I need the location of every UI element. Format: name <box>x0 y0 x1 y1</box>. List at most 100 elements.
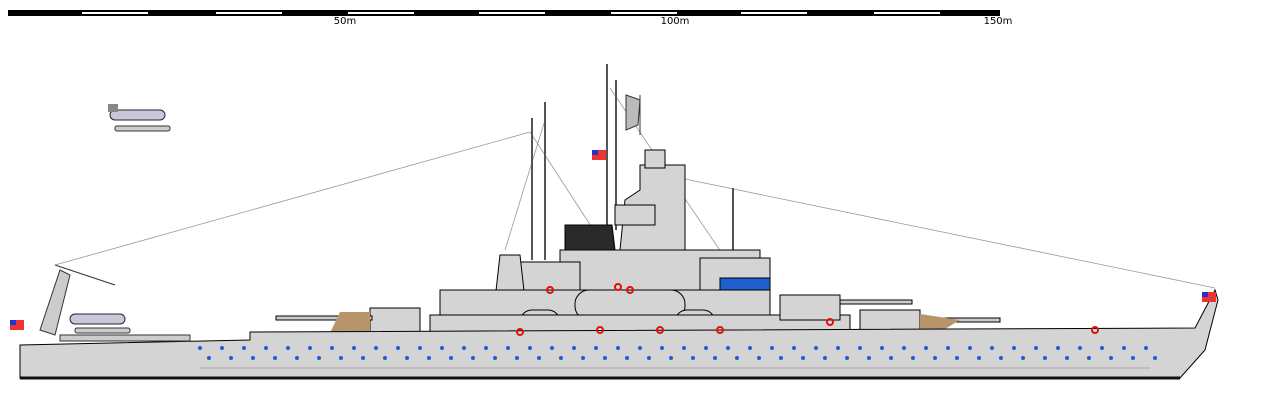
porthole <box>603 356 607 360</box>
porthole <box>220 346 224 350</box>
porthole <box>515 356 519 360</box>
lifebuoy-icon <box>656 326 664 334</box>
porthole <box>207 356 211 360</box>
catapult-icon <box>39 264 191 342</box>
funnel-cap <box>564 224 616 251</box>
porthole <box>946 346 950 350</box>
porthole <box>427 356 431 360</box>
porthole <box>550 346 554 350</box>
porthole <box>858 346 862 350</box>
porthole <box>691 356 695 360</box>
porthole <box>1056 346 1060 350</box>
porthole <box>229 356 233 360</box>
porthole <box>396 346 400 350</box>
porthole <box>823 356 827 360</box>
portholes <box>198 346 1157 360</box>
porthole <box>405 356 409 360</box>
porthole <box>1109 356 1113 360</box>
scale-label-50m: 50m <box>333 16 357 27</box>
porthole <box>911 356 915 360</box>
porthole <box>295 356 299 360</box>
lifebuoys <box>516 283 1099 336</box>
porthole <box>748 346 752 350</box>
scale-bar <box>8 10 1000 16</box>
porthole <box>330 346 334 350</box>
porthole <box>418 346 422 350</box>
porthole <box>1012 346 1016 350</box>
us-flag-icon <box>1202 292 1216 302</box>
porthole <box>198 346 202 350</box>
floatplane-icon <box>69 313 131 334</box>
porthole <box>933 356 937 360</box>
porthole <box>1153 356 1157 360</box>
porthole <box>625 356 629 360</box>
porthole <box>990 346 994 350</box>
porthole <box>682 346 686 350</box>
porthole <box>638 346 642 350</box>
scale-label-100m: 100m <box>660 16 690 27</box>
porthole <box>902 346 906 350</box>
porthole <box>581 356 585 360</box>
porthole <box>242 346 246 350</box>
porthole <box>779 356 783 360</box>
porthole <box>845 356 849 360</box>
floatplane-icon <box>108 104 171 132</box>
porthole <box>251 356 255 360</box>
porthole <box>286 346 290 350</box>
porthole <box>572 346 576 350</box>
porthole <box>968 346 972 350</box>
us-flag-icon <box>10 320 24 330</box>
porthole <box>880 346 884 350</box>
porthole <box>726 346 730 350</box>
porthole <box>1100 346 1104 350</box>
porthole <box>889 356 893 360</box>
radar-antenna <box>625 94 641 135</box>
porthole <box>1021 356 1025 360</box>
porthole <box>955 356 959 360</box>
lifebuoy-icon <box>596 326 604 334</box>
main-turrets <box>275 294 1001 336</box>
porthole <box>792 346 796 350</box>
porthole <box>449 356 453 360</box>
lifebuoy-icon <box>516 328 524 336</box>
porthole <box>660 346 664 350</box>
porthole <box>1078 346 1082 350</box>
porthole <box>273 356 277 360</box>
porthole <box>440 346 444 350</box>
porthole <box>484 346 488 350</box>
porthole <box>1144 346 1148 350</box>
porthole <box>352 346 356 350</box>
hull <box>19 288 1219 380</box>
porthole <box>616 346 620 350</box>
porthole <box>1034 346 1038 350</box>
lifebuoy-icon <box>626 286 634 294</box>
porthole <box>1131 356 1135 360</box>
porthole <box>669 356 673 360</box>
porthole <box>999 356 1003 360</box>
lifebuoy-icon <box>614 283 622 291</box>
lifebuoy-icon <box>826 318 834 326</box>
lifebuoy-icon <box>546 286 554 294</box>
porthole <box>801 356 805 360</box>
porthole <box>814 346 818 350</box>
porthole <box>374 346 378 350</box>
porthole <box>1087 356 1091 360</box>
turret-a <box>275 307 421 334</box>
porthole <box>264 346 268 350</box>
porthole <box>713 356 717 360</box>
porthole <box>735 356 739 360</box>
porthole <box>462 346 466 350</box>
porthole <box>1043 356 1047 360</box>
porthole <box>361 356 365 360</box>
scale-label-150m: 150m <box>983 16 1013 27</box>
porthole <box>867 356 871 360</box>
porthole <box>471 356 475 360</box>
porthole <box>537 356 541 360</box>
porthole <box>308 346 312 350</box>
us-flag-icon <box>592 150 606 160</box>
porthole <box>559 356 563 360</box>
porthole <box>977 356 981 360</box>
porthole <box>924 346 928 350</box>
lifebuoy-icon <box>716 326 724 334</box>
